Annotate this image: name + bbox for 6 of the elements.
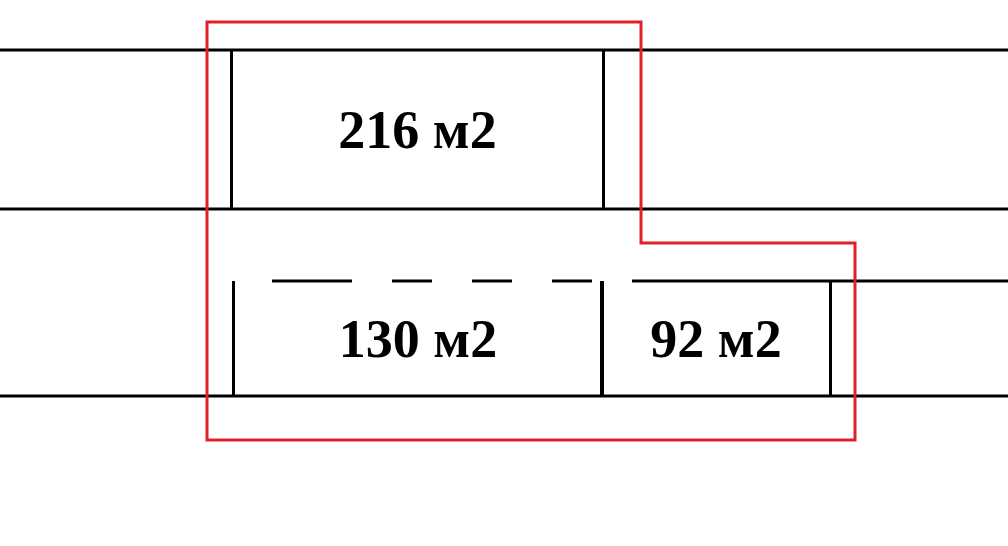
area-label: 130 м2 — [338, 308, 498, 370]
room — [600, 281, 832, 397]
room — [230, 50, 605, 210]
area-label: 216 м2 — [338, 99, 497, 161]
room — [232, 281, 604, 397]
area-label: 92 м2 — [650, 308, 782, 370]
